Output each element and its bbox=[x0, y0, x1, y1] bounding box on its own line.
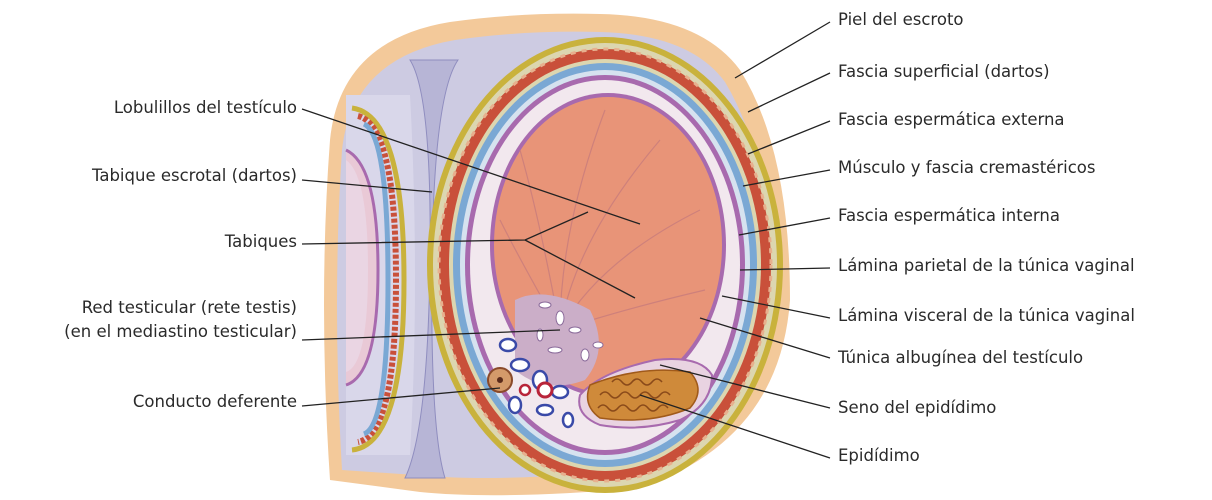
label-conducto-deferente: Conducto deferente bbox=[133, 392, 297, 412]
label-fascia-externa: Fascia espermática externa bbox=[838, 110, 1065, 130]
label-epididimo: Epidídimo bbox=[838, 446, 920, 466]
label-lamina-parietal: Lámina parietal de la túnica vaginal bbox=[838, 256, 1135, 276]
label-tabique-escrotal: Tabique escrotal (dartos) bbox=[92, 166, 297, 186]
testis bbox=[490, 93, 726, 397]
label-mediastino: (en el mediastino testicular) bbox=[64, 322, 297, 342]
label-red-testicular: Red testicular (rete testis) bbox=[82, 298, 297, 318]
label-piel: Piel del escroto bbox=[838, 10, 964, 30]
label-seno: Seno del epidídimo bbox=[838, 398, 996, 418]
label-lamina-visceral: Lámina visceral de la túnica vaginal bbox=[838, 306, 1135, 326]
label-tabiques: Tabiques bbox=[225, 232, 297, 252]
label-lobulillos: Lobulillos del testículo bbox=[114, 98, 297, 118]
label-fascia-superficial: Fascia superficial (dartos) bbox=[838, 62, 1050, 82]
label-fascia-interna: Fascia espermática interna bbox=[838, 206, 1060, 226]
label-albuginea: Túnica albugínea del testículo bbox=[838, 348, 1083, 368]
label-cremaster: Músculo y fascia cremastéricos bbox=[838, 158, 1095, 178]
